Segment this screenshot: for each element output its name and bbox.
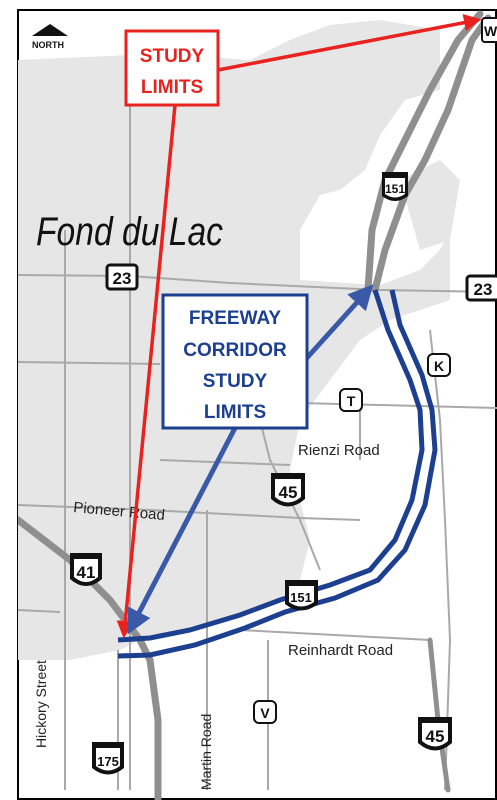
- shield-us45-mid-label: 45: [279, 483, 298, 502]
- shield-county-k-label: K: [434, 358, 444, 374]
- shield-county-t: T: [339, 388, 363, 412]
- highway-151-west: [364, 10, 484, 294]
- shield-us151-north-label: 151: [385, 182, 405, 196]
- shield-county-v-label: V: [260, 705, 270, 721]
- shield-county-t-label: T: [347, 393, 356, 409]
- shield-hwy175: 175: [92, 742, 124, 775]
- study-limits-callout: STUDY LIMITS: [124, 29, 220, 107]
- road-label-hickory: Hickory Street: [33, 660, 49, 748]
- corridor-line3: STUDY: [203, 371, 268, 392]
- road-label-martin: Martin Road: [198, 714, 214, 790]
- freeway-corridor-callout: FREEWAY CORRIDOR STUDY LIMITS: [161, 293, 309, 430]
- city-label: Fond du Lac: [36, 210, 223, 254]
- shield-hwy23-east-label: 23: [474, 280, 493, 299]
- road-label-reinhardt: Reinhardt Road: [288, 642, 393, 659]
- highway-151-east: [371, 14, 492, 294]
- north-label: NORTH: [32, 40, 64, 50]
- shield-county-k: K: [427, 353, 451, 377]
- north-arrow-icon: [32, 24, 68, 36]
- shield-us41-label: 41: [77, 563, 96, 582]
- corridor-line2: CORRIDOR: [183, 340, 287, 361]
- study-limits-line2: LIMITS: [141, 77, 203, 98]
- shield-hwy23-west: 23: [105, 263, 139, 291]
- shield-corner-w-label: W: [484, 23, 497, 39]
- shield-us45-south: 45: [418, 717, 452, 751]
- north-arrow: NORTH: [32, 24, 68, 50]
- shield-hwy23-east: 23: [465, 274, 497, 302]
- road-label-rienzi: Rienzi Road: [298, 442, 380, 459]
- shield-us151-north: 151: [382, 172, 408, 201]
- shield-hwy23-west-label: 23: [113, 269, 132, 288]
- shield-us151-south-label: 151: [290, 590, 312, 605]
- freeway-corridor: [117, 289, 438, 659]
- corridor-line4: LIMITS: [204, 402, 266, 423]
- study-limits-line1: STUDY: [140, 46, 205, 67]
- shield-us45-mid: 45: [271, 473, 305, 507]
- local-roads: [18, 100, 497, 791]
- shield-county-v: V: [253, 700, 277, 724]
- corridor-arrows: [127, 284, 374, 635]
- shield-us45-south-label: 45: [426, 727, 445, 746]
- study-limits-arrows: [116, 14, 482, 639]
- shield-us151-south: 151: [285, 580, 318, 611]
- shield-us41: 41: [70, 553, 102, 586]
- shield-corner-w: W: [481, 17, 497, 43]
- shield-hwy175-label: 175: [97, 754, 119, 769]
- corridor-line1: FREEWAY: [189, 308, 282, 329]
